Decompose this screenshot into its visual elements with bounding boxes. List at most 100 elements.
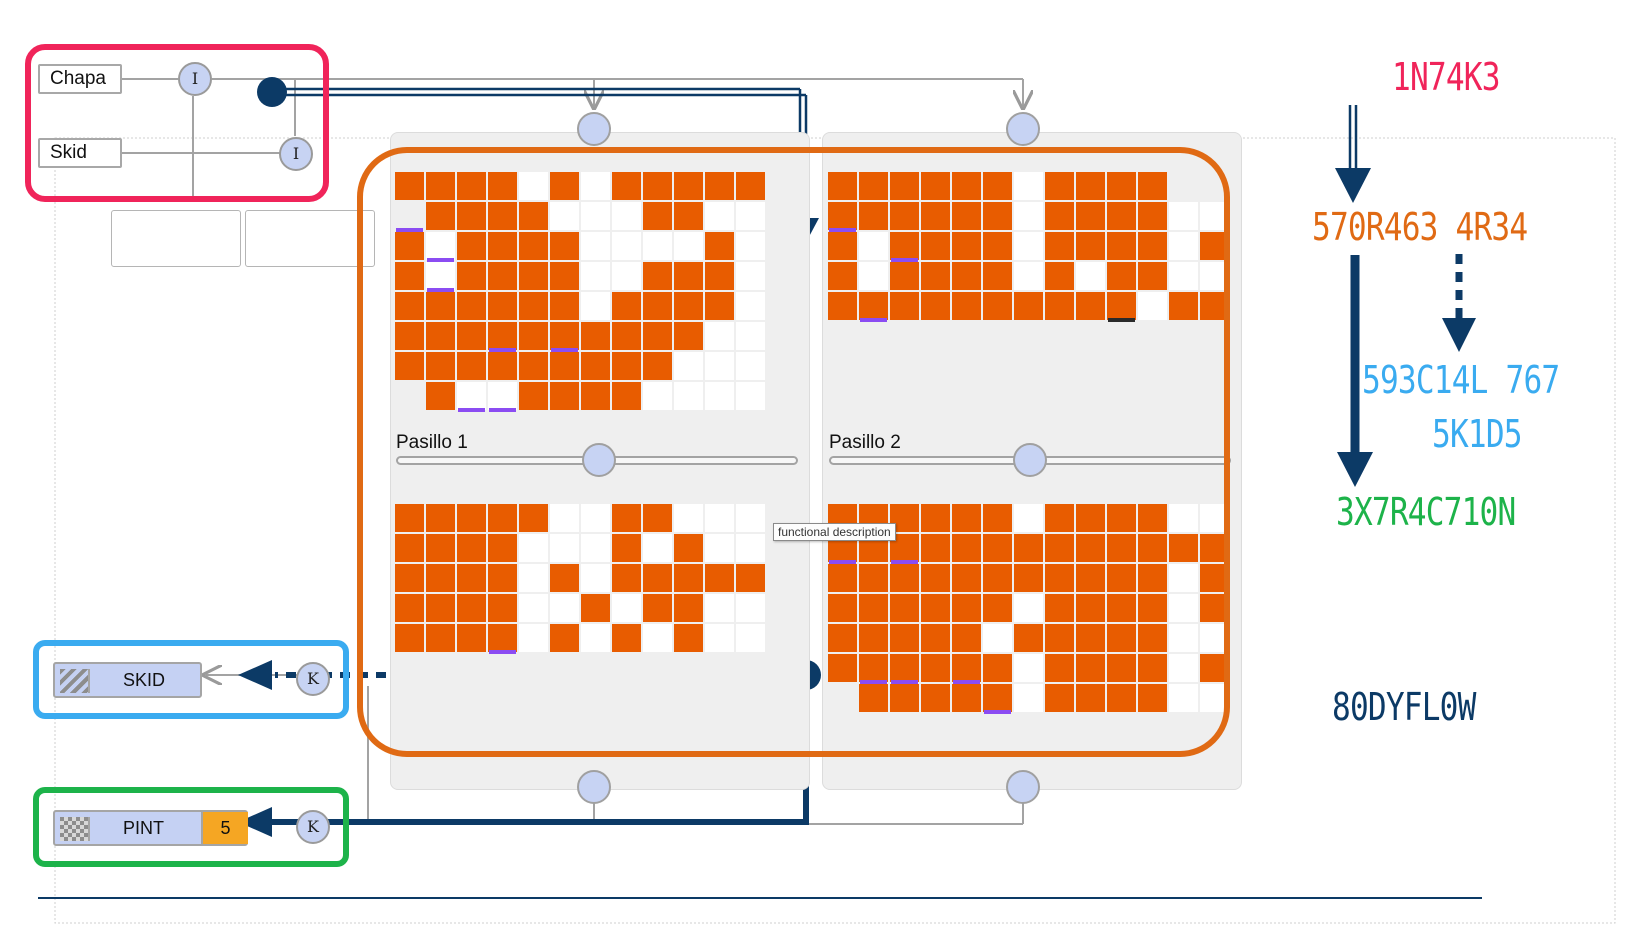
storage-cell [736,564,765,592]
cell-marker [829,560,856,564]
storage-cell [736,382,765,410]
storage-cell [828,202,857,230]
input-node-chapa[interactable]: I [178,62,212,96]
storage-cell [828,564,857,592]
storage-cell [395,292,424,320]
storage-cell [952,504,981,532]
storage-cell [983,292,1012,320]
input-label-chapa[interactable]: Chapa [38,64,122,94]
output-pint-chip[interactable]: PINT 5 [53,810,248,846]
storage-cell [828,292,857,320]
storage-cell [674,382,703,410]
storage-cell [1107,654,1136,682]
cell-marker [860,680,887,684]
storage-cell [519,352,548,380]
aisle-1-slider-handle[interactable] [582,443,616,477]
storage-cell [395,534,424,562]
storage-cell [457,382,486,410]
storage-cell [828,654,857,682]
storage-cell [736,232,765,260]
storage-cell [581,292,610,320]
storage-cell [1169,262,1198,290]
storage-cell [550,292,579,320]
storage-cell [457,534,486,562]
storage-cell [488,202,517,230]
storage-cell [488,564,517,592]
intake-highlight [25,44,329,202]
storage-input-port-right[interactable] [1006,112,1040,146]
storage-cell [395,594,424,622]
storage-cell [890,594,919,622]
storage-cell [488,534,517,562]
storage-cell [550,534,579,562]
aisle-2-slider-handle[interactable] [1013,443,1047,477]
storage-cell [581,262,610,290]
storage-cell [736,504,765,532]
input-slot-2[interactable] [245,210,375,267]
storage-cell [550,564,579,592]
storage-cell [736,172,765,200]
storage-cell [674,564,703,592]
storage-output-port-left[interactable] [577,770,611,804]
storage-cell [1045,172,1074,200]
storage-cell [395,352,424,380]
storage-input-port-left[interactable] [577,112,611,146]
storage-cell [426,262,455,290]
storage-cell [921,504,950,532]
storage-cell [1107,534,1136,562]
storage-cell [519,262,548,290]
storage-cell [612,534,641,562]
storage-cell [519,382,548,410]
storage-cell [488,232,517,260]
storage-cell [1107,292,1136,320]
storage-area-highlight [357,147,1230,757]
input-slot-1[interactable] [111,210,241,267]
storage-cell [550,624,579,652]
storage-cell [1138,624,1167,652]
storage-cell [457,202,486,230]
input-label-skid[interactable]: Skid [38,138,122,168]
storage-cell [890,684,919,712]
storage-cell [426,352,455,380]
aisle-1-lower-grid [395,504,796,652]
storage-cell [1014,684,1043,712]
storage-cell [705,624,734,652]
storage-cell [859,684,888,712]
storage-cell [921,262,950,290]
storage-cell [736,322,765,350]
output-skid-chip[interactable]: SKID [53,662,202,698]
legend-intake: 1N74K3 [1392,55,1500,99]
legend-arrows [1335,105,1476,487]
storage-cell [859,262,888,290]
legend-special-skids: 593C14L 767 [1362,358,1560,402]
storage-cell [859,624,888,652]
storage-cell [1138,292,1167,320]
storage-cell [488,382,517,410]
storage-cell [952,624,981,652]
storage-cell [1107,684,1136,712]
storage-cell [1045,594,1074,622]
storage-cell [674,202,703,230]
storage-cell [1107,262,1136,290]
storage-cell [1045,292,1074,320]
output-pint-node[interactable]: K [296,810,330,844]
storage-cell [612,624,641,652]
storage-cell [581,202,610,230]
storage-cell [890,654,919,682]
storage-cell [705,382,734,410]
input-node-skid[interactable]: I [279,137,313,171]
storage-cell [395,504,424,532]
aisle-label-1: Pasillo 1 [396,432,468,453]
legend-extraction: 3X7R4C710N [1336,490,1516,534]
storage-cell [705,534,734,562]
storage-output-port-right[interactable] [1006,770,1040,804]
storage-cell [1045,202,1074,230]
storage-cell [1014,262,1043,290]
storage-cell [952,292,981,320]
storage-cell [983,202,1012,230]
storage-cell [612,382,641,410]
storage-cell [921,594,950,622]
storage-cell [674,534,703,562]
storage-cell [890,232,919,260]
output-skid-node[interactable]: K [296,662,330,696]
